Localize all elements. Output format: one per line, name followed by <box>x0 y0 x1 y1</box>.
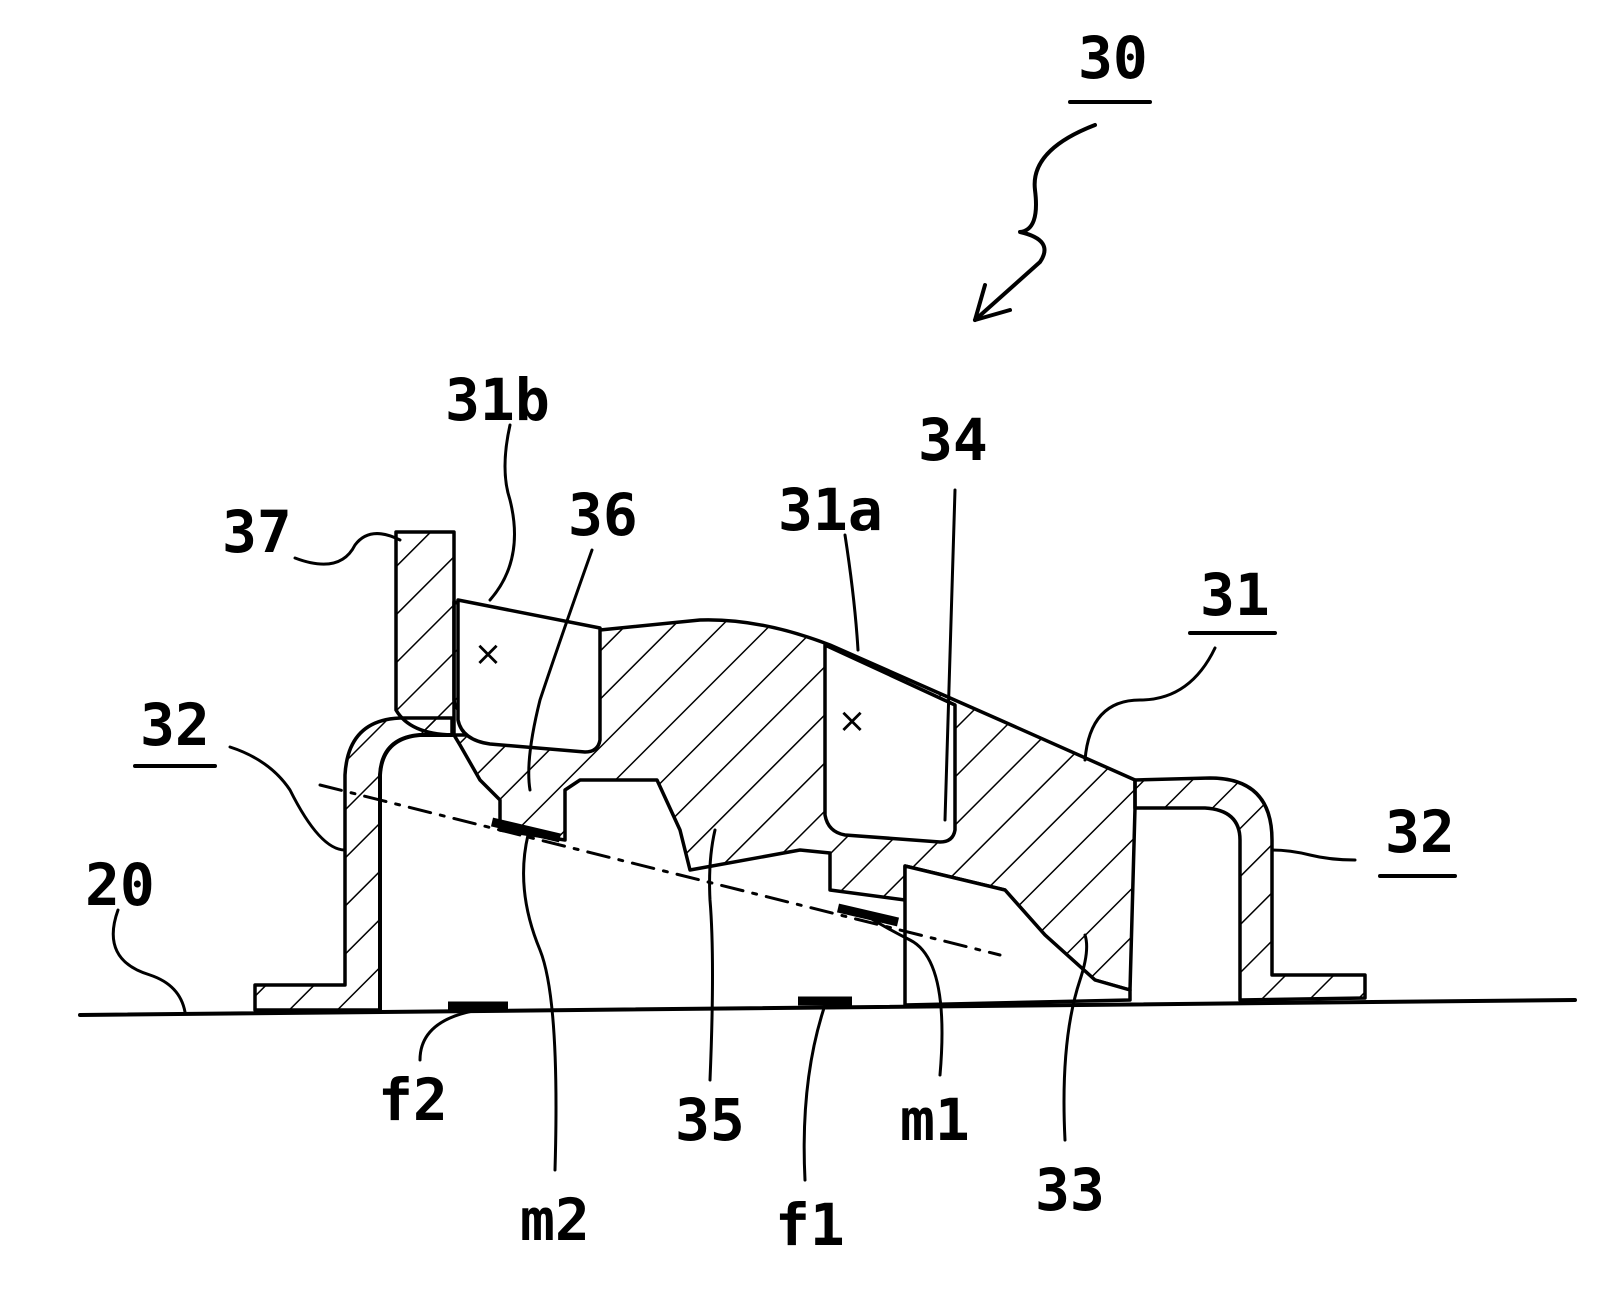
leader-20 <box>113 910 185 1012</box>
label-m1: m1 <box>900 1086 970 1154</box>
cover-inner-edge <box>380 735 452 1010</box>
marker-31a: × <box>838 701 867 741</box>
leader-f2 <box>420 1010 478 1060</box>
cover-right-wall <box>1135 778 1365 1000</box>
label-31a: 31a <box>778 476 883 544</box>
label-30: 30 <box>1078 24 1148 92</box>
label-34: 34 <box>918 406 988 474</box>
leader-31b <box>490 425 515 600</box>
pad-m1 <box>838 908 898 922</box>
cavity-31a <box>825 645 955 842</box>
leader-32-right <box>1272 850 1355 860</box>
leader-m2 <box>524 835 556 1170</box>
leader-f1 <box>804 1005 825 1180</box>
label-31b: 31b <box>445 366 550 434</box>
label-33: 33 <box>1035 1156 1105 1224</box>
label-31: 31 <box>1200 561 1270 629</box>
cavity-31b <box>458 600 600 752</box>
label-m2: m2 <box>520 1186 590 1254</box>
leader-30 <box>975 125 1095 320</box>
cover-left-wall <box>255 718 452 1010</box>
label-36: 36 <box>568 481 638 549</box>
label-32-right: 32 <box>1385 798 1455 866</box>
leader-31 <box>1085 648 1215 760</box>
label-f1: f1 <box>775 1191 845 1259</box>
label-37: 37 <box>222 498 292 566</box>
label-35: 35 <box>675 1086 745 1154</box>
label-32-left: 32 <box>140 691 210 759</box>
leader-37 <box>295 534 400 565</box>
label-f2: f2 <box>378 1066 448 1134</box>
leader-31a <box>845 535 858 650</box>
marker-31b: × <box>474 634 503 674</box>
leader-32-left <box>230 747 345 850</box>
label-20: 20 <box>85 851 155 919</box>
